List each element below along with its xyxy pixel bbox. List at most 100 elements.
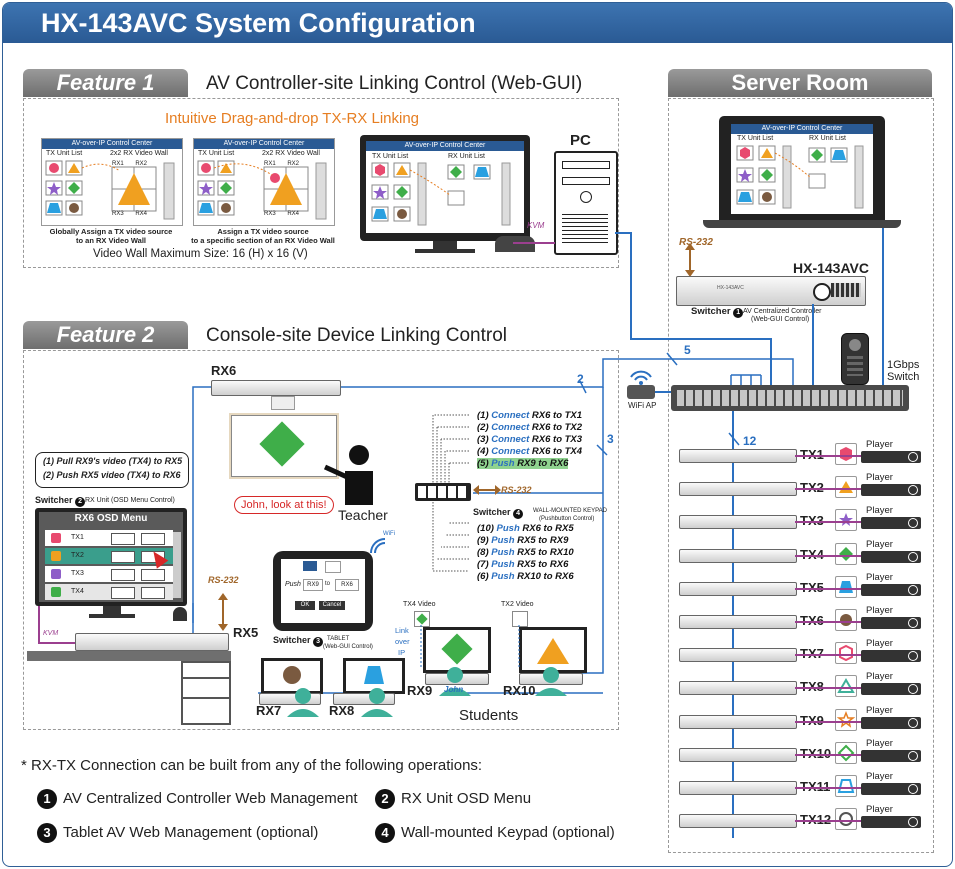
switcher3-number: 3: [313, 637, 324, 647]
panel2-caption1: Assign a TX video source: [217, 227, 309, 236]
tx-source-icon: [835, 476, 857, 499]
rx5-device: [75, 633, 229, 651]
feature1-subheading: Intuitive Drag-and-drop TX-RX Linking: [165, 110, 420, 127]
tx-label: TX7: [800, 646, 824, 661]
link-count-3: 3: [607, 432, 614, 446]
hdmi-cable: [795, 687, 861, 690]
osd-row-label: TX2: [71, 552, 84, 559]
switcher4-desc1: WALL-MOUNTED KEYPAD: [533, 508, 608, 514]
control-panel-1: AV-over-IP Control Center TX Unit List 2…: [41, 138, 183, 226]
remote-control: [841, 333, 869, 385]
switcher2-label: Switcher 2: [35, 495, 86, 507]
page-title: HX-143AVC System Configuration: [41, 8, 476, 38]
player-device: [861, 517, 921, 530]
panel3-list: TX Unit List: [372, 153, 409, 160]
tx-row-8: TX8Player: [675, 671, 925, 699]
panel1-caption1: Globally Assign a TX video source: [49, 227, 173, 236]
keypad-num: (6): [477, 571, 489, 582]
tablet-ok-button[interactable]: OK: [295, 601, 315, 610]
keypad-num: (5): [477, 458, 489, 469]
keypad-rest: RX6 to TX1: [531, 410, 583, 421]
player-label: Player: [866, 771, 893, 782]
tx-label: TX6: [800, 613, 824, 628]
player-label: Player: [866, 737, 893, 749]
osd-row-label: TX4: [71, 588, 84, 595]
rx6-label: RX6: [211, 363, 237, 378]
tx2-video-label: TX2 Video: [501, 601, 534, 608]
teacher-label: Teacher: [338, 507, 388, 523]
tx-source-icon: [835, 609, 857, 631]
hdmi-cable: [795, 587, 861, 590]
osd-row[interactable]: TX4: [45, 584, 173, 600]
player-label: Player: [866, 472, 893, 484]
link-over-ip-2: over: [395, 637, 410, 646]
keypad-rest: RX6 to TX4: [531, 446, 583, 457]
keypad-command: (6) Push RX10 to RX6: [477, 571, 574, 582]
player-label: Player: [866, 605, 893, 616]
tx-row-7: TX7Player: [675, 638, 925, 666]
switcher3-desc1: TABLET: [327, 636, 350, 642]
panel1-header: AV-over-IP Control Center: [42, 139, 182, 149]
server-rs232: RS-232: [679, 237, 713, 248]
tx-label: TX9: [800, 713, 824, 728]
osd-row[interactable]: TX1: [45, 530, 173, 546]
switcher1-desc2: (Web-GUI Control): [751, 316, 810, 323]
osd-row[interactable]: TX2: [45, 548, 173, 564]
rx5-rs232: RS-232: [208, 575, 239, 585]
pc-label: PC: [570, 132, 591, 149]
pc-monitor-stand: [433, 241, 457, 249]
panel2-list: TX Unit List: [198, 150, 235, 157]
feature2-box: [23, 350, 619, 730]
tablet-wifi-label: WiFi: [383, 531, 395, 537]
player-device: [861, 451, 921, 463]
pc-tower: [554, 151, 618, 255]
keypad-verb: Connect: [491, 422, 530, 433]
switch-label: Switch: [887, 371, 920, 383]
player-label: Player: [866, 439, 893, 450]
wifi-ap-label: WiFi AP: [628, 401, 657, 410]
keypad-num: (4): [477, 446, 489, 457]
keypad-rest: RX6 to TX3: [531, 434, 583, 445]
panel2-graphics: [197, 160, 327, 220]
keypad-command: (3) Connect RX6 to TX3: [477, 434, 582, 445]
tx-source-icon: [835, 443, 857, 465]
server-room-tab: Server Room: [668, 69, 932, 97]
tablet-source-field[interactable]: RX9: [303, 579, 323, 591]
tablet-cancel-button[interactable]: Cancel: [319, 601, 345, 610]
switch-speed: 1Gbps: [887, 359, 920, 371]
player-device: [861, 683, 921, 696]
keypad-rest: RX5 to RX10: [517, 547, 574, 558]
tx-row-4: TX4Player: [675, 539, 925, 567]
john-label: John: [444, 685, 464, 694]
link-count-5: 5: [684, 343, 691, 357]
op2-number: 2: [375, 789, 395, 809]
students-label: Students: [459, 707, 519, 724]
osd-monitor-base: [89, 614, 135, 618]
tx4-video-thumb: [414, 611, 430, 627]
rx10-label: RX10: [503, 683, 536, 698]
gigabit-switch: [671, 385, 909, 411]
keypad-rest: RX5 to RX9: [517, 535, 569, 546]
keypad-verb: Push: [491, 458, 515, 469]
panel2-wall: 2x2 RX Video Wall: [262, 150, 320, 157]
feature2-tab: Feature 2: [23, 321, 188, 349]
rx9-label: RX9: [407, 683, 433, 698]
switcher2-desc: RX Unit (OSD Menu Control): [85, 497, 175, 504]
desk-drawers: [181, 661, 231, 725]
keypad-verb: Connect: [491, 434, 530, 445]
rx8-label: RX8: [329, 703, 355, 718]
tablet-dest-field[interactable]: RX6: [335, 579, 359, 591]
keypad-num: (2): [477, 422, 489, 433]
player-label: Player: [866, 571, 893, 583]
player-label: Player: [866, 671, 893, 683]
player-label: Player: [866, 505, 893, 517]
keypad-rest: RX6 to TX2: [531, 422, 583, 433]
player-device: [861, 716, 921, 729]
player-device: [861, 617, 921, 629]
rx5-kvm: KVM: [43, 630, 59, 637]
osd-row[interactable]: TX3: [45, 566, 173, 582]
panel3-graphics: [371, 162, 511, 226]
